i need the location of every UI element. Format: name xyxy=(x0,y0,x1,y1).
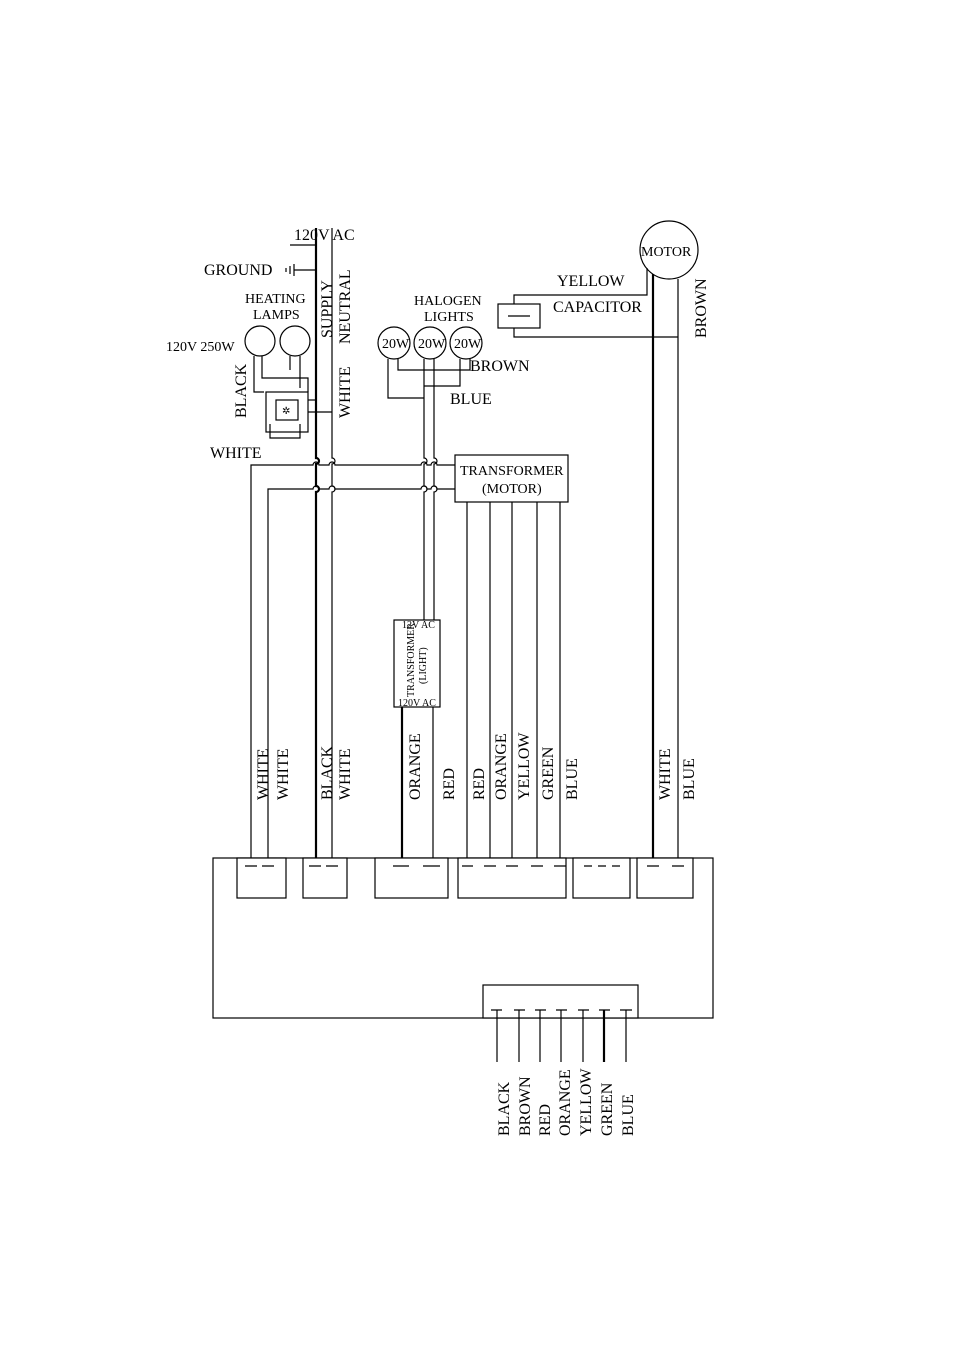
switch-wire-labels: BLACK BROWN RED ORANGE YELLOW GREEN BLUE xyxy=(496,1068,637,1136)
ground-label: GROUND xyxy=(204,262,272,279)
halogen-title-1: HALOGEN xyxy=(414,294,482,309)
transformer-light-top: 12V AC xyxy=(402,620,435,631)
halogen-title-2: LIGHTS xyxy=(424,310,474,325)
control-board xyxy=(212,857,714,1019)
board-wire-label: BLACK xyxy=(319,745,336,800)
neutral-label: NEUTRAL xyxy=(337,269,354,344)
halogen-bulb-3-label: 20W xyxy=(454,337,482,352)
board-wire-label: WHITE xyxy=(275,748,292,800)
ground-symbol-icon xyxy=(285,264,295,276)
transformer-motor: TRANSFORMER (MOTOR) xyxy=(454,454,569,503)
halogen-bulb-1-label: 20W xyxy=(382,337,410,352)
transformer-light-name: TRANSFORMER xyxy=(406,623,417,697)
heating-lamp-2-icon xyxy=(279,325,311,357)
heating-white-wire-label: WHITE xyxy=(210,445,262,462)
motor-yellow-wire-label: YELLOW xyxy=(557,273,625,290)
halogen-bulb-1-icon xyxy=(377,326,411,360)
board-wire-labels: WHITE WHITE BLACK WHITE ORANGE RED RED O… xyxy=(255,732,698,800)
capacitor-label: CAPACITOR xyxy=(553,299,642,316)
switch-wire-label: ORANGE xyxy=(557,1069,574,1136)
supply-label: SUPPLY xyxy=(319,280,336,338)
switch-wire-label: BLACK xyxy=(496,1081,513,1136)
board-wire-label: RED xyxy=(441,768,458,800)
halogen-wire-right xyxy=(433,370,438,620)
board-wire-label: WHITE xyxy=(255,748,272,800)
board-wire-label: GREEN xyxy=(540,746,557,800)
halogen-bulb-2-label: 20W xyxy=(418,337,446,352)
heating-lamps-title-2: LAMPS xyxy=(253,308,300,323)
board-wire-label: ORANGE xyxy=(493,733,510,800)
switch-output-wires xyxy=(496,1010,627,1062)
halogen-bulb-3-icon xyxy=(449,326,483,360)
motor-label: MOTOR xyxy=(641,245,692,260)
board-wire-label: RED xyxy=(471,768,488,800)
board-wire-label: BLUE xyxy=(564,758,581,800)
board-wire-label: WHITE xyxy=(657,748,674,800)
halogen-blue-wire-label: BLUE xyxy=(450,391,492,408)
switch-gear-icon: ✲ xyxy=(282,406,290,417)
transformer-motor-label-1: TRANSFORMER xyxy=(460,464,564,479)
motor-brown-wire-label: BROWN xyxy=(693,278,710,338)
neutral-wire xyxy=(331,228,336,868)
transformer-light-box xyxy=(393,619,441,708)
transformer-feed-white-1 xyxy=(250,461,455,868)
motor-icon xyxy=(639,220,699,280)
transformer-motor-box xyxy=(454,454,569,503)
halogen-bulb-2-icon xyxy=(413,326,447,360)
board-wire-label: YELLOW xyxy=(516,732,533,800)
transformer-motor-label-2: (MOTOR) xyxy=(482,482,542,497)
connector-empty xyxy=(572,857,631,899)
connector-light xyxy=(374,857,449,899)
halogen-lights: HALOGEN LIGHTS 20W 20W 20W BROWN BLUE xyxy=(377,294,530,408)
switch-wire-label: YELLOW xyxy=(578,1068,595,1136)
transformer-light: 12V AC TRANSFORMER (LIGHT) 120V AC xyxy=(393,619,441,709)
switch-wire-label: GREEN xyxy=(599,1082,616,1136)
board-wire-label: WHITE xyxy=(337,748,354,800)
motor-assembly: MOTOR YELLOW CAPACITOR BROWN xyxy=(497,220,710,868)
connector-motor-transformer xyxy=(457,857,567,899)
heating-lamp-1-icon xyxy=(244,325,276,357)
heating-black-wire-label: BLACK xyxy=(233,363,250,418)
board-wire-label: BLUE xyxy=(681,758,698,800)
lamp-switch-inner xyxy=(275,399,299,421)
capacitor-box xyxy=(497,303,541,329)
supply-voltage-label: 120V AC xyxy=(294,227,355,244)
transformer-motor-output-wires xyxy=(466,502,561,868)
halogen-wire-left xyxy=(423,398,428,620)
switch-wire-label: BROWN xyxy=(517,1076,534,1136)
heating-lamps-rating: 120V 250W xyxy=(166,340,235,355)
supply-wire xyxy=(314,228,321,868)
transformer-light-bottom: 120V AC xyxy=(398,698,436,709)
switch-wire-label: RED xyxy=(537,1104,554,1136)
heating-lamps-title-1: HEATING xyxy=(245,292,306,307)
connector-motor xyxy=(636,857,694,899)
connector-black-white xyxy=(302,857,348,899)
white-vertical-label: WHITE xyxy=(337,366,354,418)
board-wire-label: ORANGE xyxy=(407,733,424,800)
heating-lamps: HEATING LAMPS 120V 250W ✲ BLACK WHITE xyxy=(166,292,332,462)
connector-white xyxy=(236,857,287,899)
switch-wire-label: BLUE xyxy=(620,1094,637,1136)
transformer-feed-white-2 xyxy=(267,485,455,868)
transformer-light-sub: (LIGHT) xyxy=(418,647,429,684)
halogen-brown-wire-label: BROWN xyxy=(470,358,530,375)
